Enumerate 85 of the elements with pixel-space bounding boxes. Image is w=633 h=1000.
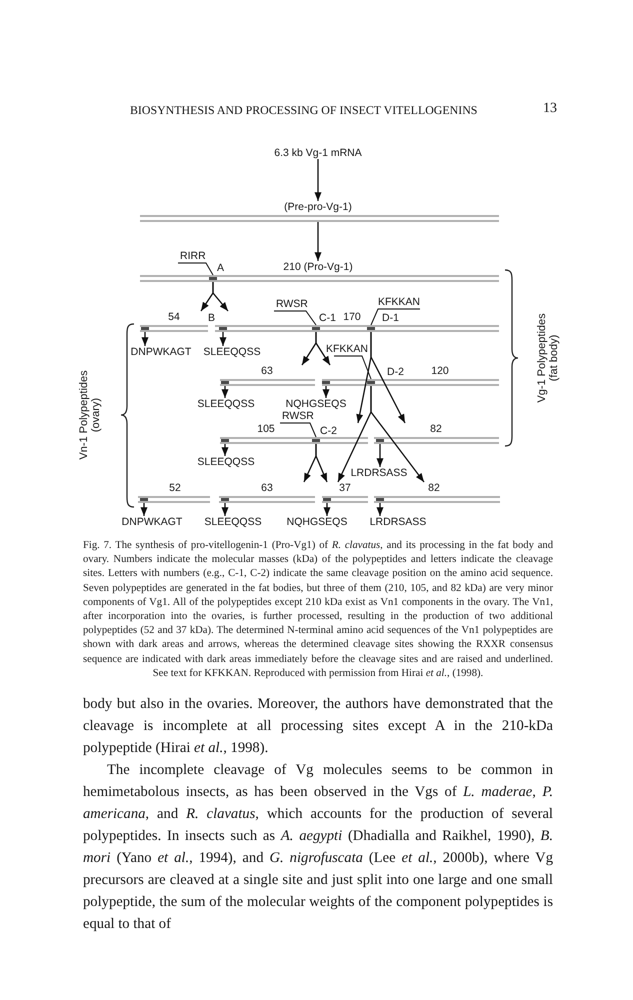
band-label: 52 bbox=[169, 482, 181, 494]
arrow bbox=[315, 444, 328, 482]
sequence-label: SLEEQQSS bbox=[204, 516, 262, 528]
motif-label: KFKKAN bbox=[326, 343, 368, 355]
cleavage-site-mark bbox=[367, 379, 375, 386]
band-label: 63 bbox=[261, 482, 273, 494]
leader-line bbox=[280, 422, 316, 438]
n-terminus-mark bbox=[376, 437, 384, 444]
arrow bbox=[220, 332, 226, 346]
band-label: 120 bbox=[431, 365, 449, 377]
n-terminus-mark bbox=[322, 379, 330, 386]
arrow bbox=[222, 503, 228, 516]
band-label: 37 bbox=[339, 482, 351, 494]
cleavage-site-letter: A bbox=[217, 262, 224, 274]
sequence-label: NQHGSEQS bbox=[286, 398, 346, 410]
arrow bbox=[222, 386, 228, 398]
cleavage-site-letter: C-1 bbox=[319, 312, 336, 324]
cleavage-site-letter: D-1 bbox=[382, 312, 399, 324]
cleavage-site-letter: C-2 bbox=[320, 425, 337, 437]
n-terminus-mark bbox=[221, 496, 229, 503]
running-header: BIOSYNTHESIS AND PROCESSING OF INSECT VITELLOGENINS bbox=[130, 103, 478, 117]
arrow bbox=[376, 503, 384, 516]
polypeptide-band bbox=[140, 261, 499, 282]
polypeptide-band bbox=[374, 423, 499, 444]
motif-label: KFKKAN bbox=[378, 296, 420, 308]
polypeptide-band bbox=[322, 482, 368, 503]
sequence-label: LRDRSASS bbox=[350, 467, 408, 479]
leader-line bbox=[274, 310, 316, 326]
arrow bbox=[314, 222, 322, 261]
band-label: 82 bbox=[428, 482, 440, 494]
polypeptide-band bbox=[219, 482, 315, 503]
n-terminus-mark bbox=[140, 496, 148, 503]
arrow bbox=[212, 282, 228, 312]
polypeptide-band bbox=[140, 311, 208, 332]
leader-line bbox=[178, 262, 214, 276]
band-label: 210 (Pro-Vg-1) bbox=[283, 261, 353, 273]
polypeptide-band bbox=[322, 365, 499, 386]
arrow bbox=[370, 332, 406, 424]
motif-label: RWSR bbox=[282, 410, 314, 422]
motif-label: RIRR bbox=[180, 250, 206, 262]
figure-caption: Fig. 7. The synthesis of pro-vitellogenin-1 (Pro-Vg1) of R. clavatus, and its processing in the fat body and ovary. Numbers indicate the molecular masses (kDa) of the polypeptides and letters indicate the cleavage sites. Letters with numbers (e.g., C-1, C-2) indicate the same cleavage position on the amino acid sequence. Seven polypeptides are generated in the fat bodies, but three of them (210, 105, and 82 kDa) are very minor components of Vg1. All of the polypeptides except 210 kDa exist as Vn1 components in the ovary. The Vn1, after incorporation into the ovaries, is further processed, resulting in the production of two additional polypeptides (52 and 37 kDa). The determined N-terminal amino acid sequences of the Vn1 polypeptides are shown with dark areas and arrows, whereas the determined cleavage sites showing the RXXR consensus sequence are indicated with dark areas immediately before the cleavage sites and are raised and underlined. See text for KFKKAN. Reproduced with permission from Hirai et al., (1998). bbox=[83, 539, 553, 681]
polypeptide-band bbox=[140, 201, 499, 222]
motif-label: RWSR bbox=[276, 298, 308, 310]
band-label: 170 bbox=[343, 311, 361, 323]
n-terminus-mark bbox=[221, 437, 229, 444]
band-label: 105 bbox=[257, 423, 275, 435]
leader-line bbox=[334, 356, 372, 380]
polypeptide-band bbox=[220, 365, 315, 386]
n-terminus-mark bbox=[141, 325, 149, 332]
brace-label: Vn-1 Polypeptides (ovary) bbox=[78, 369, 102, 462]
band-label: 63 bbox=[261, 365, 273, 377]
sequence-label: DNPWKAGT bbox=[122, 516, 182, 528]
arrow bbox=[314, 159, 322, 201]
sequence-label: SLEEQQSS bbox=[197, 456, 255, 468]
arrow bbox=[140, 503, 148, 516]
sequence-label: SLEEQQSS bbox=[197, 398, 255, 410]
body-paragraph: body but also in the ovaries. Moreover, the authors have demonstrated that the cleavage is incomplete at all processing sites except A in the 210-kDa polypeptide (Hirai et al., 1998). bbox=[83, 695, 553, 758]
sequence-label: SLEEQQSS bbox=[203, 346, 261, 358]
polypeptide-band bbox=[220, 423, 368, 444]
sequence-label: NQHGSEQS bbox=[286, 516, 348, 528]
sequence-label: DNPWKAGT bbox=[130, 346, 192, 358]
polypeptide-band bbox=[138, 482, 210, 503]
arrow bbox=[315, 332, 331, 366]
polypeptide-band bbox=[374, 482, 500, 503]
cleavage-site-letter: D-2 bbox=[387, 366, 404, 378]
leader-line bbox=[370, 308, 420, 326]
band-label: 82 bbox=[430, 423, 442, 435]
sequence-label: LRDRSASS bbox=[370, 516, 426, 528]
arrow bbox=[370, 386, 425, 482]
n-terminus-mark bbox=[323, 496, 331, 503]
arrow bbox=[222, 444, 228, 456]
n-terminus-mark bbox=[221, 379, 229, 386]
arrow bbox=[376, 444, 384, 467]
n-terminus-mark bbox=[376, 496, 384, 503]
band-label: 54 bbox=[168, 311, 180, 323]
arrow bbox=[322, 386, 330, 398]
arrow bbox=[142, 332, 148, 346]
band-label: (Pre-pro-Vg-1) bbox=[284, 201, 352, 213]
brace-label: Vg-1 Polypeptides (fat body) bbox=[536, 312, 560, 405]
arrow bbox=[324, 503, 330, 516]
page-number: 13 bbox=[543, 101, 557, 117]
transcript-label: 6.3 kb Vg-1 mRNA bbox=[274, 147, 362, 159]
polypeptide-band bbox=[215, 311, 499, 332]
body-paragraph: The incomplete cleavage of Vg molecules seems to be common in hemimetabolous insects, as has been observed in the Vgs of L. maderae, P. americana, and R. clavatus, which accounts for the production of several polypeptides. In insects such as A. aegypti (Dhadialla and Raikhel, 1990), B. mori (Yano et al., 1994), and G. nigrofuscata (Lee et al., 2000b), where Vg precursors are cleaved at a single site and just split into one large and one small polypeptide, the sum of the molecular weights of the component polypeptides is equal to that of bbox=[83, 761, 553, 934]
cleavage-site-letter: B bbox=[208, 312, 216, 324]
